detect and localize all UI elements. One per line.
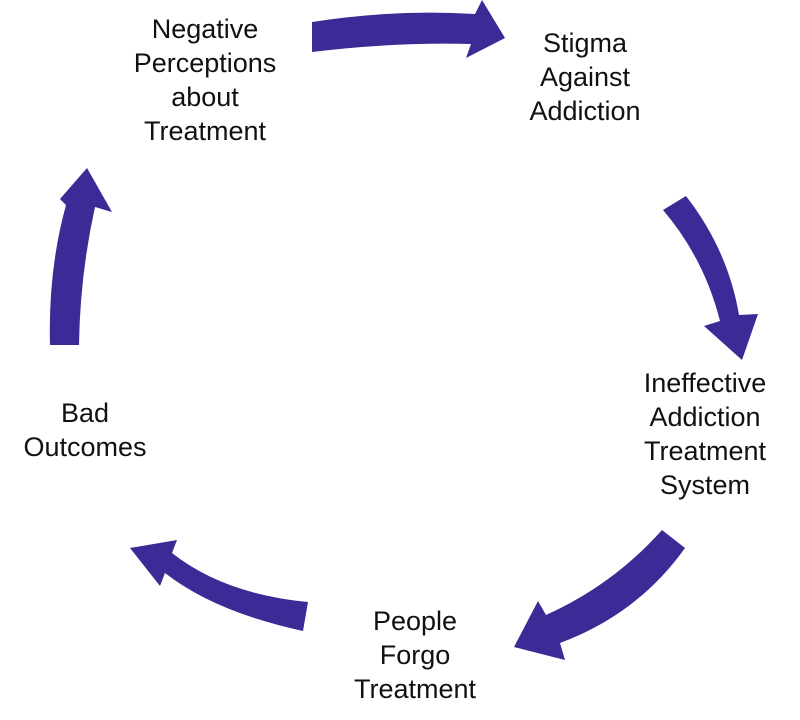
arrow-bad-to-negative [49,168,112,345]
node-label-line: about [171,82,239,112]
node-label-line: Treatment [143,116,267,146]
arrow-forgo-to-bad [130,540,308,631]
node-label-line: Against [539,62,631,92]
arrow-negative-to-stigma [312,0,505,58]
node-people-forgo-treatment: People Forgo Treatment [300,604,530,706]
node-label-line: Negative [151,14,259,44]
arrow-ineffective-to-forgo [514,530,685,660]
node-negative-perceptions: Negative Perceptions about Treatment [80,12,330,148]
node-label-line: Bad [60,398,110,428]
node-label-line: System [659,470,751,500]
node-label-line: Stigma [542,28,628,58]
node-label-line: People [372,606,458,636]
arrow-stigma-to-ineffective [663,196,758,360]
node-label-line: Forgo [379,640,451,670]
node-bad-outcomes: Bad Outcomes [0,396,170,464]
node-ineffective-treatment-system: Ineffective Addiction Treatment System [610,366,800,502]
node-label-line: Ineffective [643,368,767,398]
node-label-line: Perceptions [133,48,277,78]
node-label-line: Addiction [649,402,761,432]
node-stigma-against-addiction: Stigma Against Addiction [480,26,690,128]
node-label-line: Treatment [643,436,767,466]
node-label-line: Addiction [529,96,641,126]
node-label-line: Outcomes [23,432,147,462]
node-label-line: Treatment [353,674,477,704]
